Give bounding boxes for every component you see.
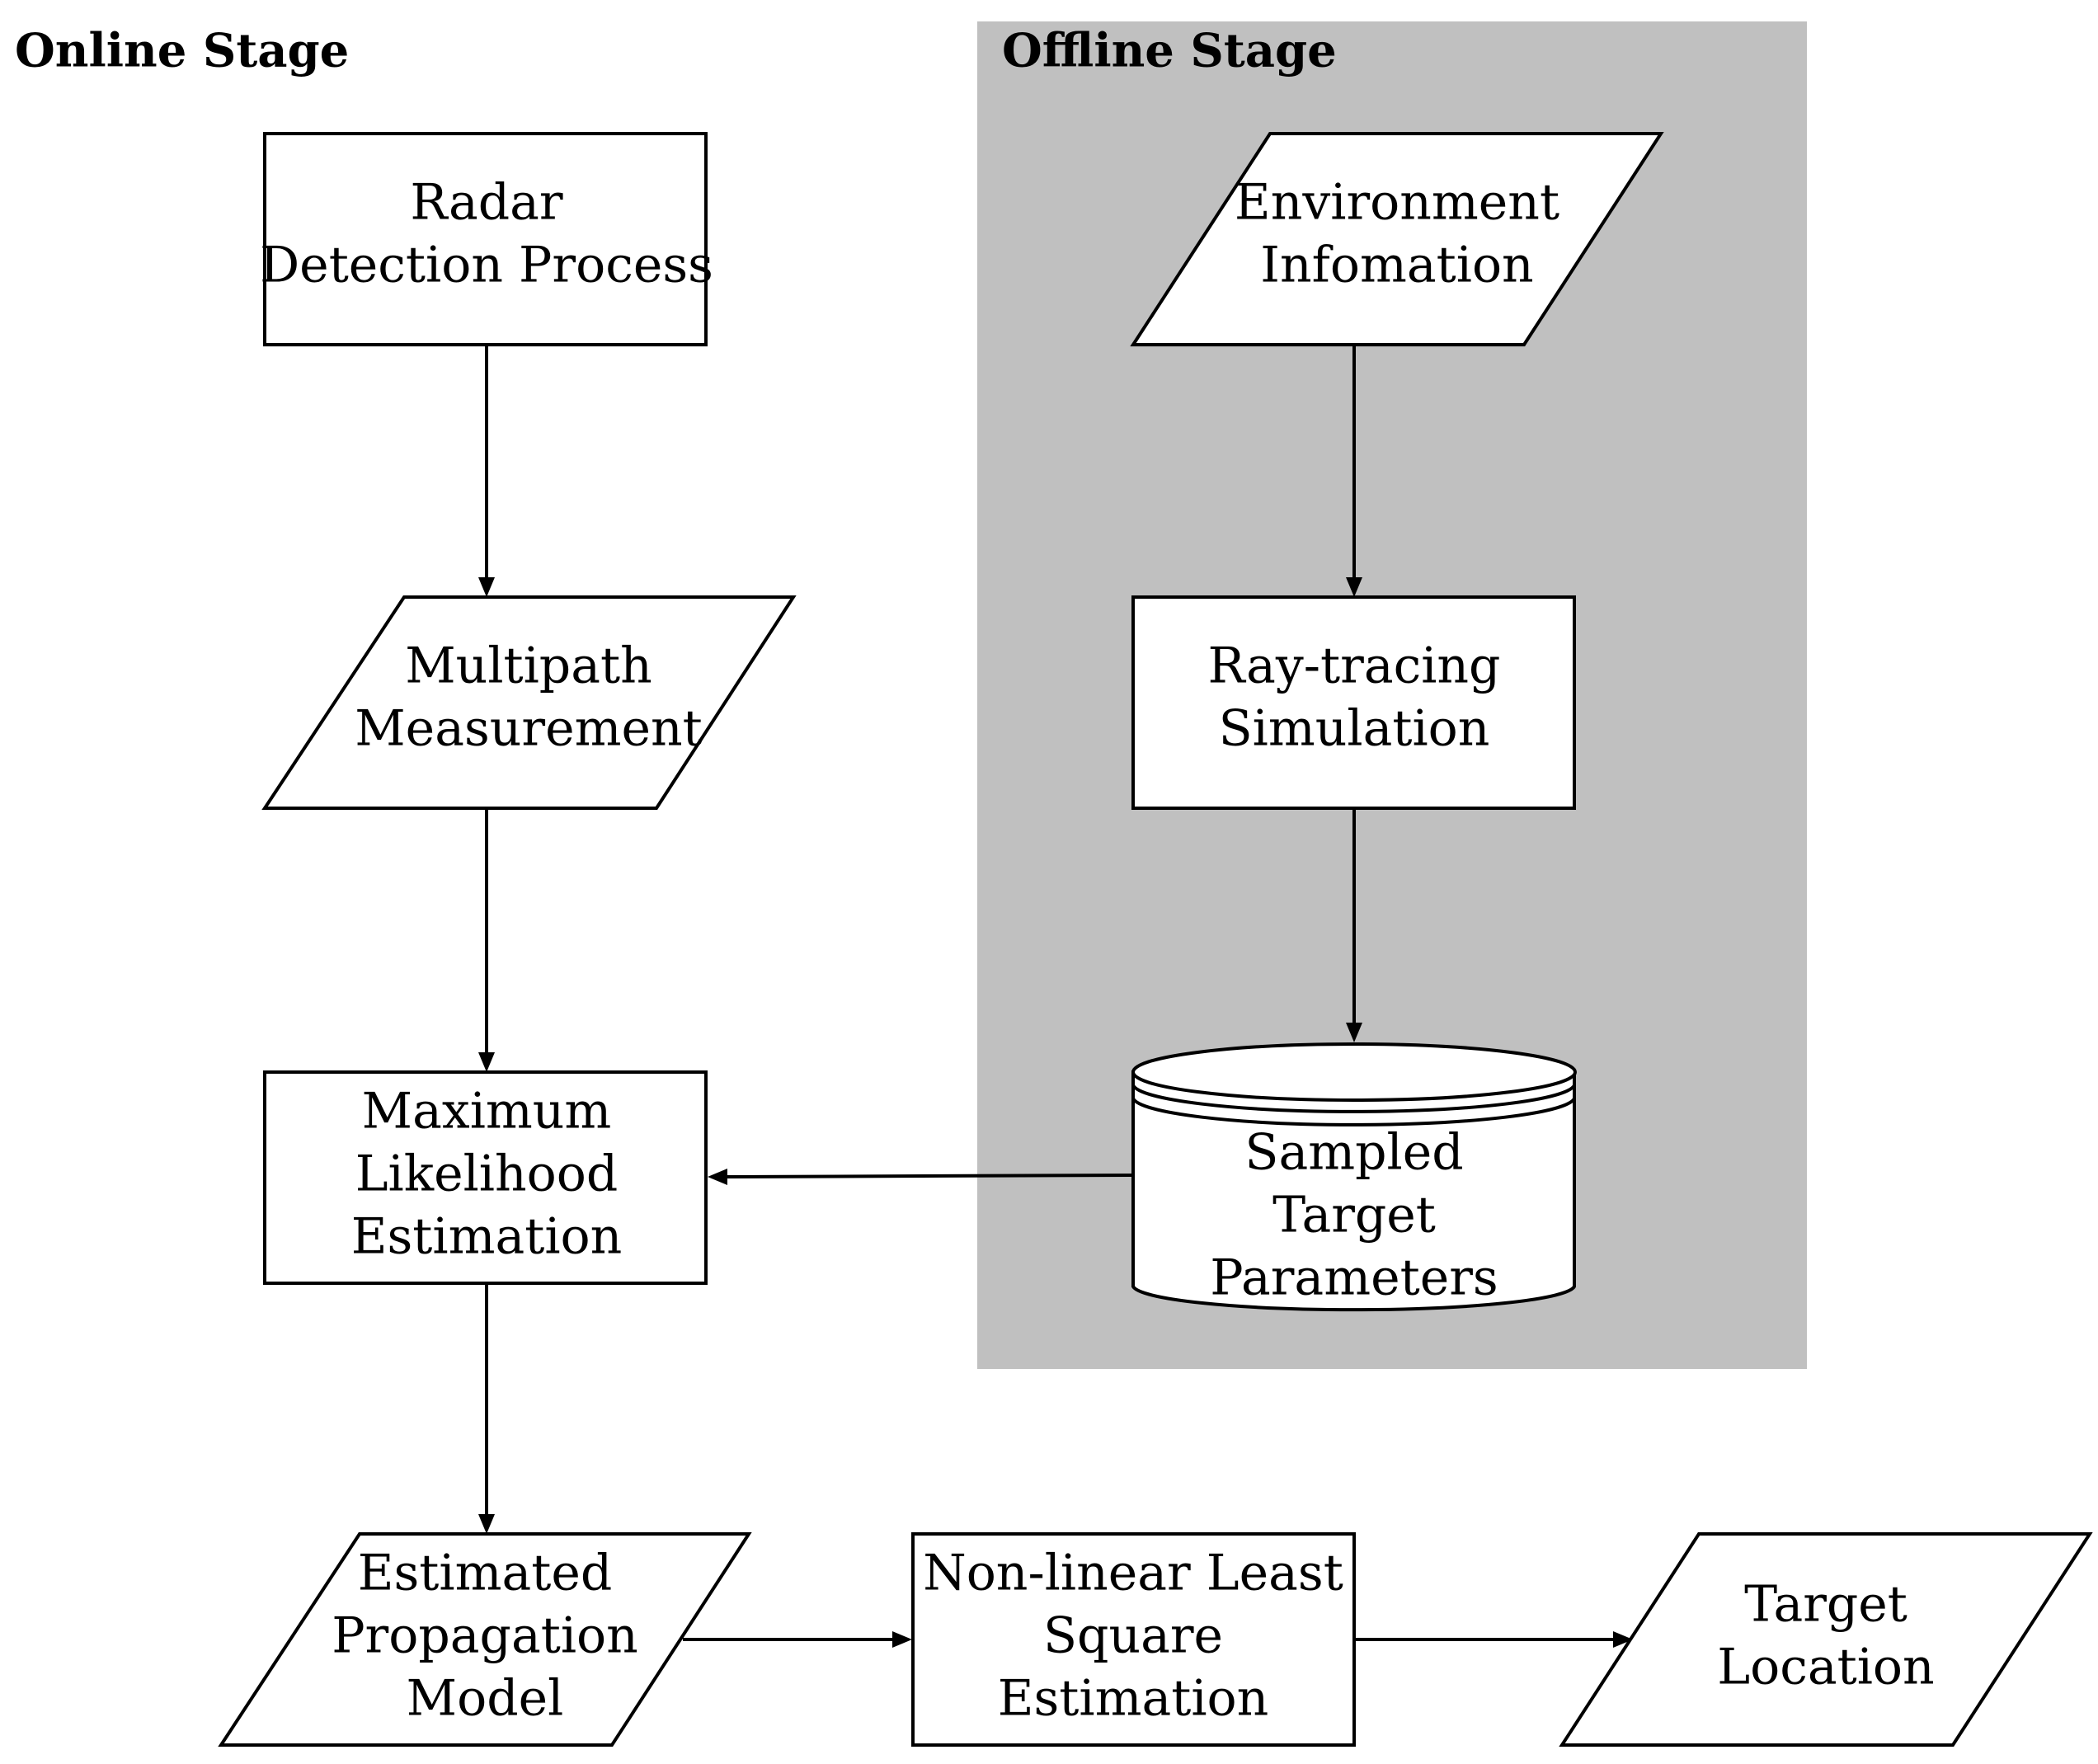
nonlinear-least-square-estimation-node: Non-linear Least Square Estimation	[911, 1532, 1356, 1747]
sampled-label-line2: Target	[1272, 1187, 1436, 1244]
arrowhead-nlls-to-target	[1613, 1631, 1633, 1648]
nlls-label-line2: Square	[1043, 1607, 1223, 1665]
propagation-label-line1: Estimated	[358, 1545, 613, 1602]
multipath-measurement-node: Multipath Measurement	[261, 595, 797, 810]
arrowhead-multipath-to-mle	[478, 1052, 495, 1072]
arrowhead-sampled-to-mle	[708, 1169, 727, 1185]
online-stage-title: Online Stage	[15, 24, 349, 78]
raytracing-label-line1: Ray-tracing	[1208, 637, 1501, 695]
target-label-line2: Location	[1717, 1639, 1934, 1696]
arrowhead-environment-to-raytracing	[1346, 577, 1362, 597]
offline-stage-title: Offline Stage	[1002, 24, 1337, 78]
mle-label-line2: Likelihood	[355, 1145, 619, 1203]
ray-tracing-simulation-node: Ray-tracing Simulation	[1131, 595, 1576, 810]
arrowhead-raytracing-to-sampled	[1346, 1023, 1362, 1042]
nlls-label-line1: Non-linear Least	[923, 1545, 1343, 1602]
multipath-label-line1: Multipath	[405, 637, 652, 695]
estimated-propagation-model-node: Estimated Propagation Model	[218, 1532, 752, 1747]
radar-detection-process-node: Radar Detection Process	[260, 132, 713, 346]
radar-label-line1: Radar	[410, 174, 563, 232]
environment-label-line2: Infomation	[1260, 237, 1533, 294]
edges-group	[478, 345, 1633, 1648]
environment-information-node: Environment Infomation	[1130, 132, 1664, 346]
raytracing-label-line2: Simulation	[1219, 700, 1490, 758]
edge-sampled-to-mle	[723, 1174, 1134, 1178]
arrowhead-radar-to-multipath	[478, 577, 495, 597]
arrowhead-mle-to-propagation	[478, 1514, 495, 1534]
mle-label-line3: Estimation	[351, 1208, 623, 1266]
environment-label-line1: Environment	[1235, 174, 1559, 232]
nlls-label-line3: Estimation	[998, 1670, 1269, 1728]
mle-label-line1: Maximum	[362, 1083, 612, 1141]
propagation-label-line3: Model	[407, 1670, 564, 1728]
sampled-label-line1: Sampled	[1244, 1124, 1463, 1182]
multipath-label-line2: Measurement	[355, 700, 703, 758]
target-label-line1: Target	[1744, 1576, 1907, 1634]
propagation-label-line2: Propagation	[332, 1607, 638, 1665]
maximum-likelihood-estimation-node: Maximum Likelihood Estimation	[263, 1070, 708, 1285]
radar-label-line2: Detection Process	[260, 237, 713, 294]
sampled-label-line3: Parameters	[1210, 1249, 1498, 1307]
sampled-target-parameters-node: Sampled Target Parameters	[1131, 1042, 1577, 1312]
arrowhead-propagation-to-nlls	[892, 1631, 912, 1648]
target-location-node: Target Location	[1559, 1532, 2093, 1747]
